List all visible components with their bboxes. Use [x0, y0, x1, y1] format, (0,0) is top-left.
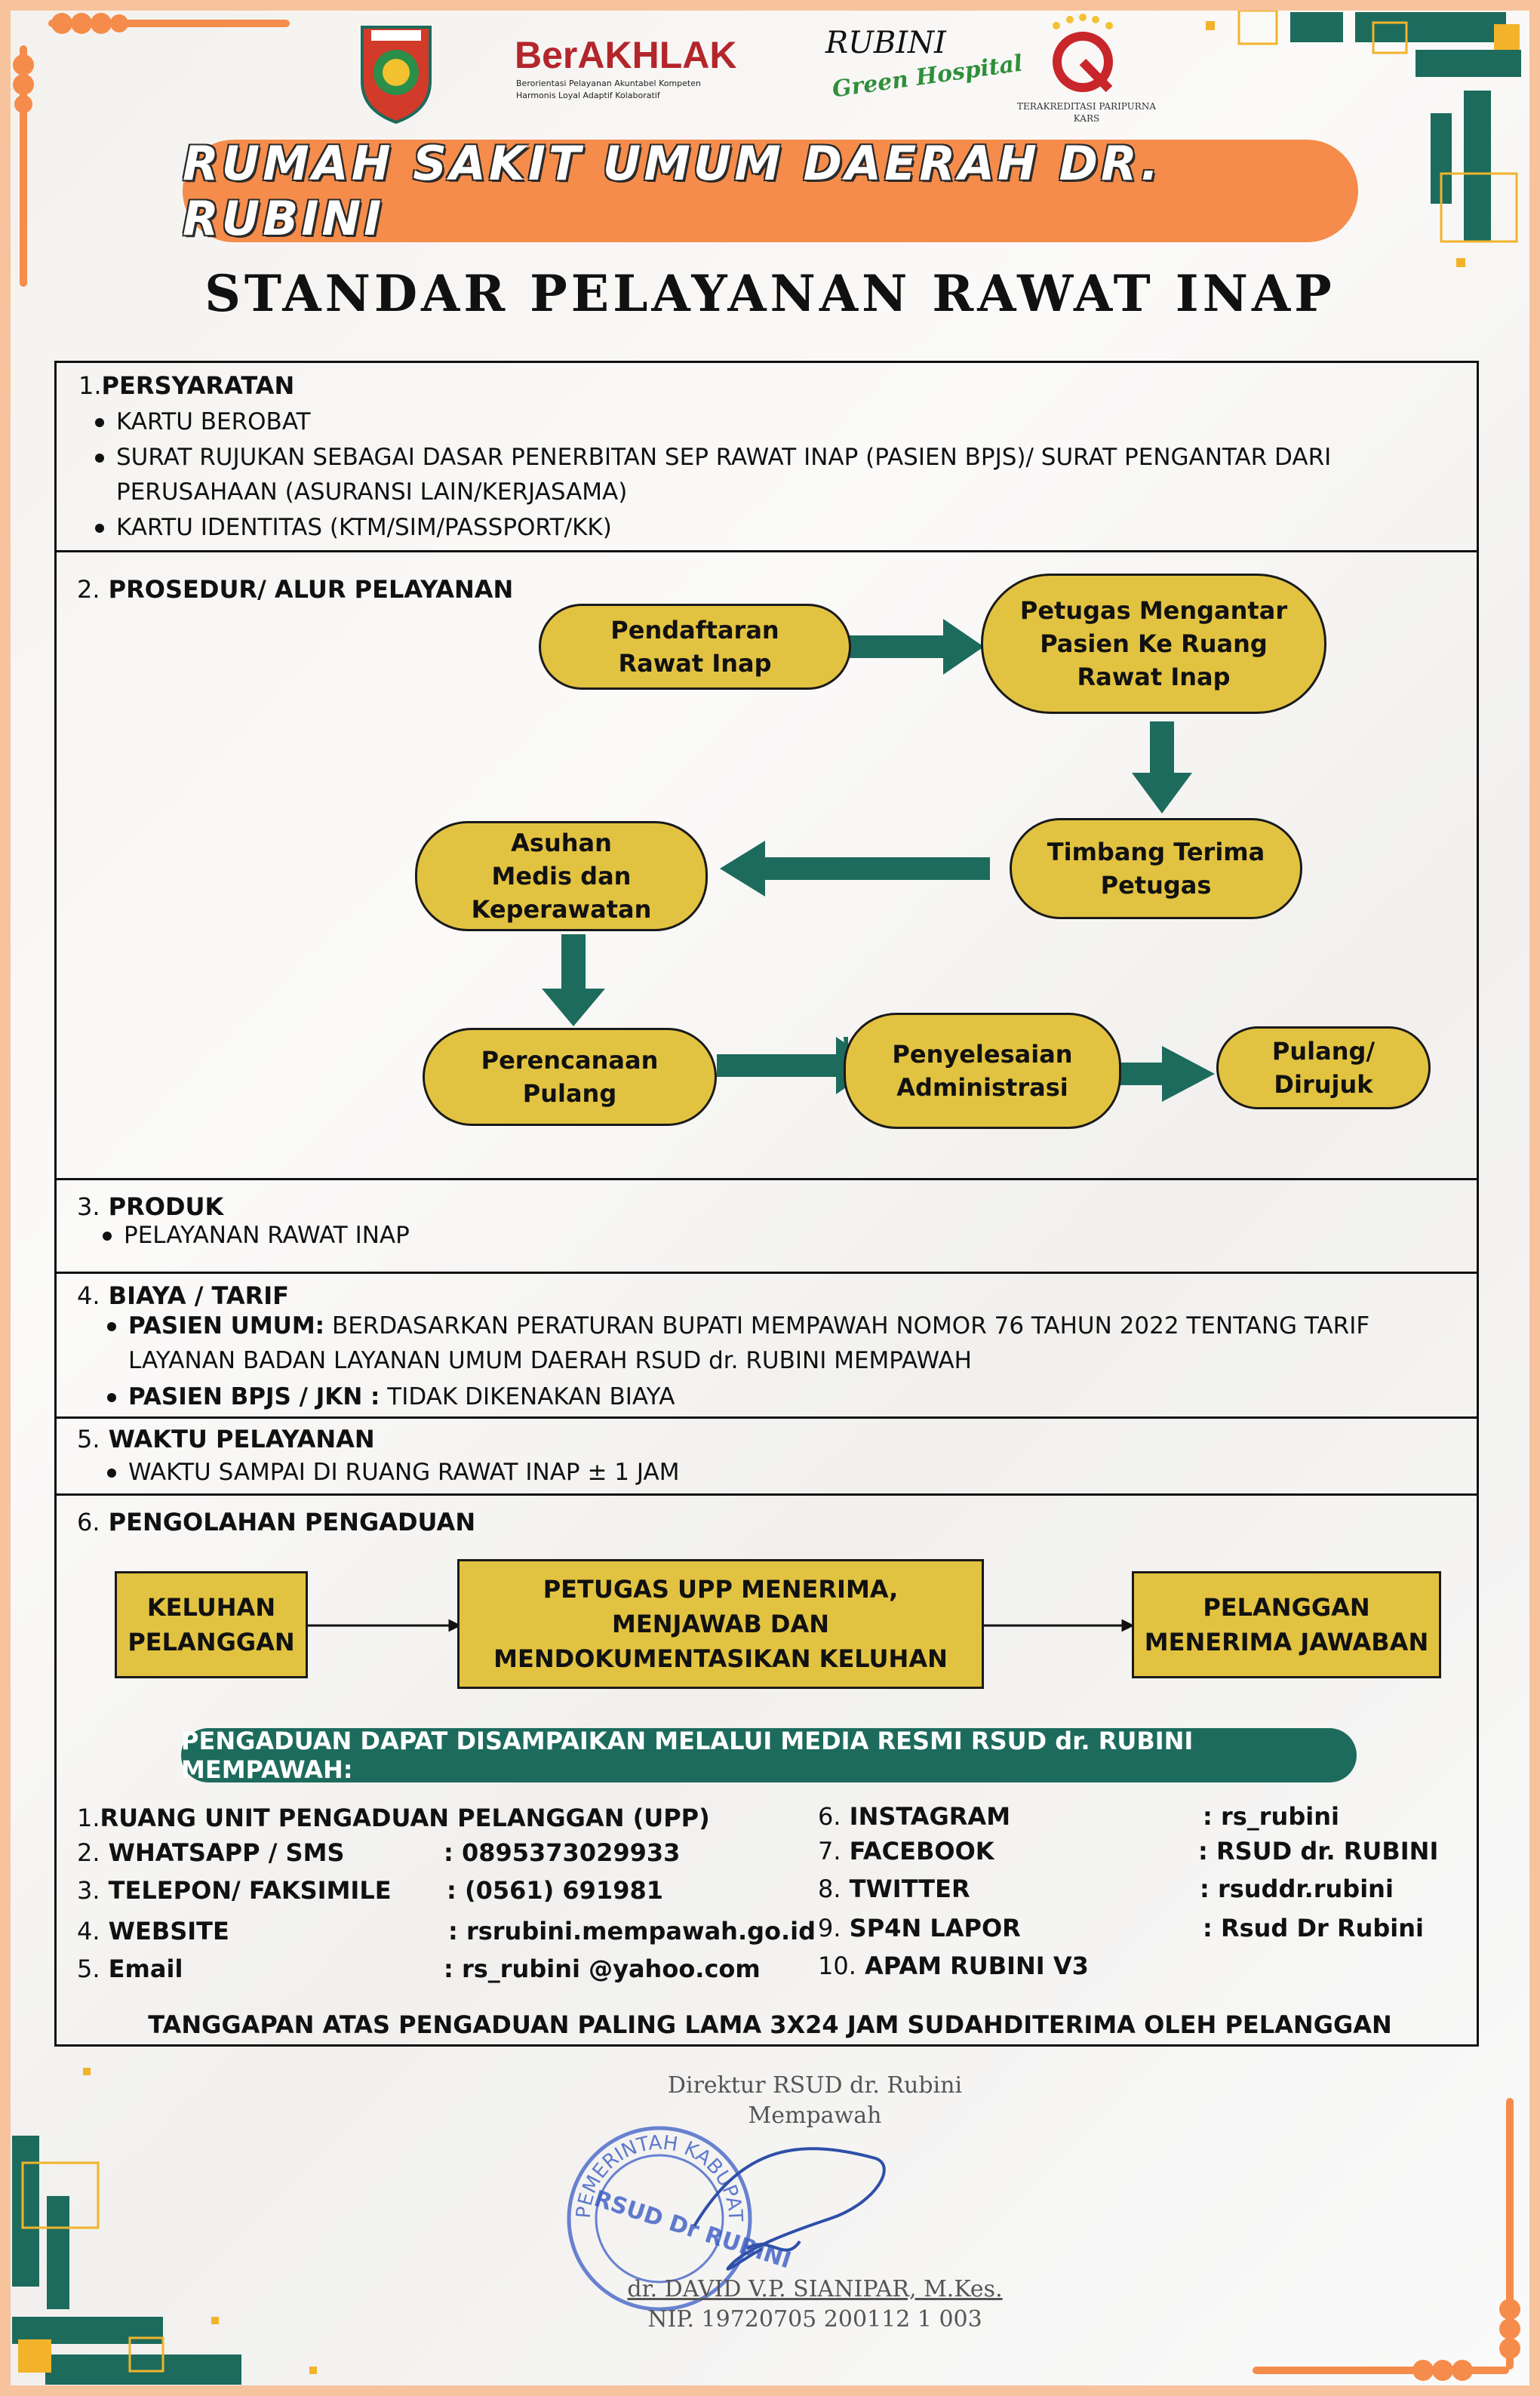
- arrow-head: [1162, 1046, 1215, 1102]
- media-channels-banner: PENGADUAN DAPAT DISAMPAIKAN MELALUI MEDI…: [181, 1727, 1357, 1784]
- section-requirements: [54, 361, 1479, 552]
- signatory-name: dr. DAVID V.P. SIANIPAR, M.Kes.: [627, 2276, 1003, 2302]
- bullet: [95, 418, 104, 427]
- bullet: [95, 524, 104, 533]
- contact-twitter-label: 8. TWITTER: [818, 1875, 970, 1903]
- berakhlak-logo: BerAKHLAK: [515, 34, 737, 76]
- arrow-right: [850, 635, 948, 658]
- arrow-down: [561, 934, 586, 990]
- contact-upp: 1.RUANG UNIT PENGADUAN PELANGGAN (UPP): [77, 1804, 710, 1832]
- bullet: [107, 1469, 116, 1478]
- section-fees: [54, 1274, 1479, 1419]
- contact-lapor-label: 9. SP4N LAPOR: [818, 1914, 1021, 1942]
- arrow-right: [717, 1054, 851, 1077]
- signatory-title: Direktur RSUD dr. Rubini: [667, 2072, 963, 2099]
- arrow-head: [720, 841, 765, 897]
- kars-accreditation-icon: [1053, 14, 1113, 93]
- bullet: [103, 1232, 112, 1241]
- contact-facebook-value: : RSUD dr. RUBINI: [1198, 1837, 1439, 1865]
- arrow-head: [943, 619, 984, 675]
- fee-general: PASIEN UMUM: BERDASARKAN PERATURAN BUPAT…: [128, 1312, 1370, 1339]
- section-1-heading: 1.PERSYARATAN: [78, 371, 295, 400]
- contact-whatsapp-label: 2. WHATSAPP / SMS: [77, 1838, 345, 1867]
- page-title: STANDAR PELAYANAN RAWAT INAP: [204, 264, 1336, 323]
- section-5-heading: 5. WAKTU PELAYANAN: [77, 1425, 375, 1453]
- hospital-name: RUMAH SAKIT UMUM DAERAH DR. RUBINI: [183, 136, 1162, 246]
- bullet: [107, 1393, 116, 1402]
- stamp-inner-text: RSUD Dr RUBINI: [591, 2185, 795, 2274]
- hospital-name-banner: RUMAH SAKIT UMUM DAERAH DR. RUBINI: [183, 136, 1358, 246]
- arrow-head: [542, 989, 605, 1026]
- arrow-head: [1132, 773, 1192, 814]
- fee-general-continued: LAYANAN BADAN LAYANAN UMUM DAERAH RSUD d…: [128, 1347, 972, 1374]
- rubini-logo: RUBINI: [825, 26, 946, 60]
- bullet: [95, 454, 104, 463]
- section-2-heading: 2. PROSEDUR/ ALUR PELAYANAN: [77, 575, 514, 604]
- contact-instagram-label: 6. INSTAGRAM: [818, 1802, 1011, 1831]
- fee-bpjs: PASIEN BPJS / JKN : TIDAK DIKENAKAN BIAY…: [128, 1383, 675, 1410]
- section-3-heading: 3. PRODUK: [77, 1192, 224, 1221]
- contact-whatsapp-value: : 0895373029933: [444, 1838, 681, 1867]
- berakhlak-tagline-1: Berorientasi Pelayanan Akuntabel Kompete…: [516, 78, 701, 88]
- contact-apam: 10. APAM RUBINI V3: [818, 1952, 1089, 1980]
- requirement-item: KARTU BEROBAT: [116, 408, 311, 435]
- kars-text-2: KARS: [1073, 113, 1100, 124]
- official-stamp-icon: PEMERINTAH KABUPATEN MEMPAWAH RSUD Dr RU…: [543, 2105, 886, 2311]
- section-6-heading: 6. PENGOLAHAN PENGADUAN: [77, 1508, 476, 1536]
- product-item: PELAYANAN RAWAT INAP: [124, 1222, 410, 1249]
- flow-step-discharge: Pulang/Dirujuk: [1216, 1026, 1431, 1109]
- contact-lapor-value: : Rsud Dr Rubini: [1203, 1914, 1424, 1942]
- contact-twitter-value: : rsuddr.rubini: [1200, 1875, 1394, 1903]
- requirement-item-continued: PERUSAHAAN (ASURANSI LAIN/KERJASAMA): [116, 478, 628, 506]
- contact-instagram-value: : rs_rubini: [1203, 1802, 1339, 1831]
- signatory-nip: NIP. 19720705 200112 1 003: [647, 2306, 982, 2333]
- contact-email-value: : rs_rubini @yahoo.com: [444, 1955, 761, 1983]
- response-time-note: TANGGAPAN ATAS PENGADUAN PALING LAMA 3X2…: [148, 2010, 1392, 2039]
- requirement-item: KARTU IDENTITAS (KTM/SIM/PASSPORT/KK): [116, 514, 612, 541]
- contact-facebook-label: 7. FACEBOOK: [818, 1837, 994, 1865]
- regency-emblem-icon: [361, 26, 432, 125]
- section-service-time: [54, 1419, 1479, 1496]
- section-complaints: [54, 1496, 1479, 2047]
- contact-phone-label: 3. TELEPON/ FAKSIMILE: [77, 1876, 392, 1905]
- bullet: [107, 1322, 116, 1331]
- arrow-head: [1121, 1619, 1135, 1632]
- contact-phone-value: : (0561) 691981: [447, 1876, 663, 1905]
- arrow-left: [762, 857, 990, 880]
- requirement-item: SURAT RUJUKAN SEBAGAI DASAR PENERBITAN S…: [116, 444, 1332, 471]
- kars-text-1: TERAKREDITASI PARIPURNA: [1017, 101, 1156, 112]
- section-procedure: [54, 552, 1479, 1180]
- contact-website-label: 4. WEBSITE: [77, 1917, 229, 1945]
- arrow-head: [448, 1619, 462, 1632]
- section-product: [54, 1180, 1479, 1274]
- service-time-item: WAKTU SAMPAI DI RUANG RAWAT INAP ± 1 JAM: [128, 1459, 680, 1486]
- section-4-heading: 4. BIAYA / TARIF: [77, 1281, 290, 1310]
- arrow-down: [1150, 721, 1174, 774]
- contact-email-label: 5. Email: [77, 1955, 183, 1983]
- berakhlak-tagline-2: Harmonis Loyal Adaptif Kolaboratif: [516, 91, 660, 100]
- signatory-location: Mempawah: [748, 2102, 882, 2129]
- contact-website-value: : rsrubini.mempawah.go.id: [448, 1917, 816, 1945]
- arrow-right: [1120, 1063, 1165, 1085]
